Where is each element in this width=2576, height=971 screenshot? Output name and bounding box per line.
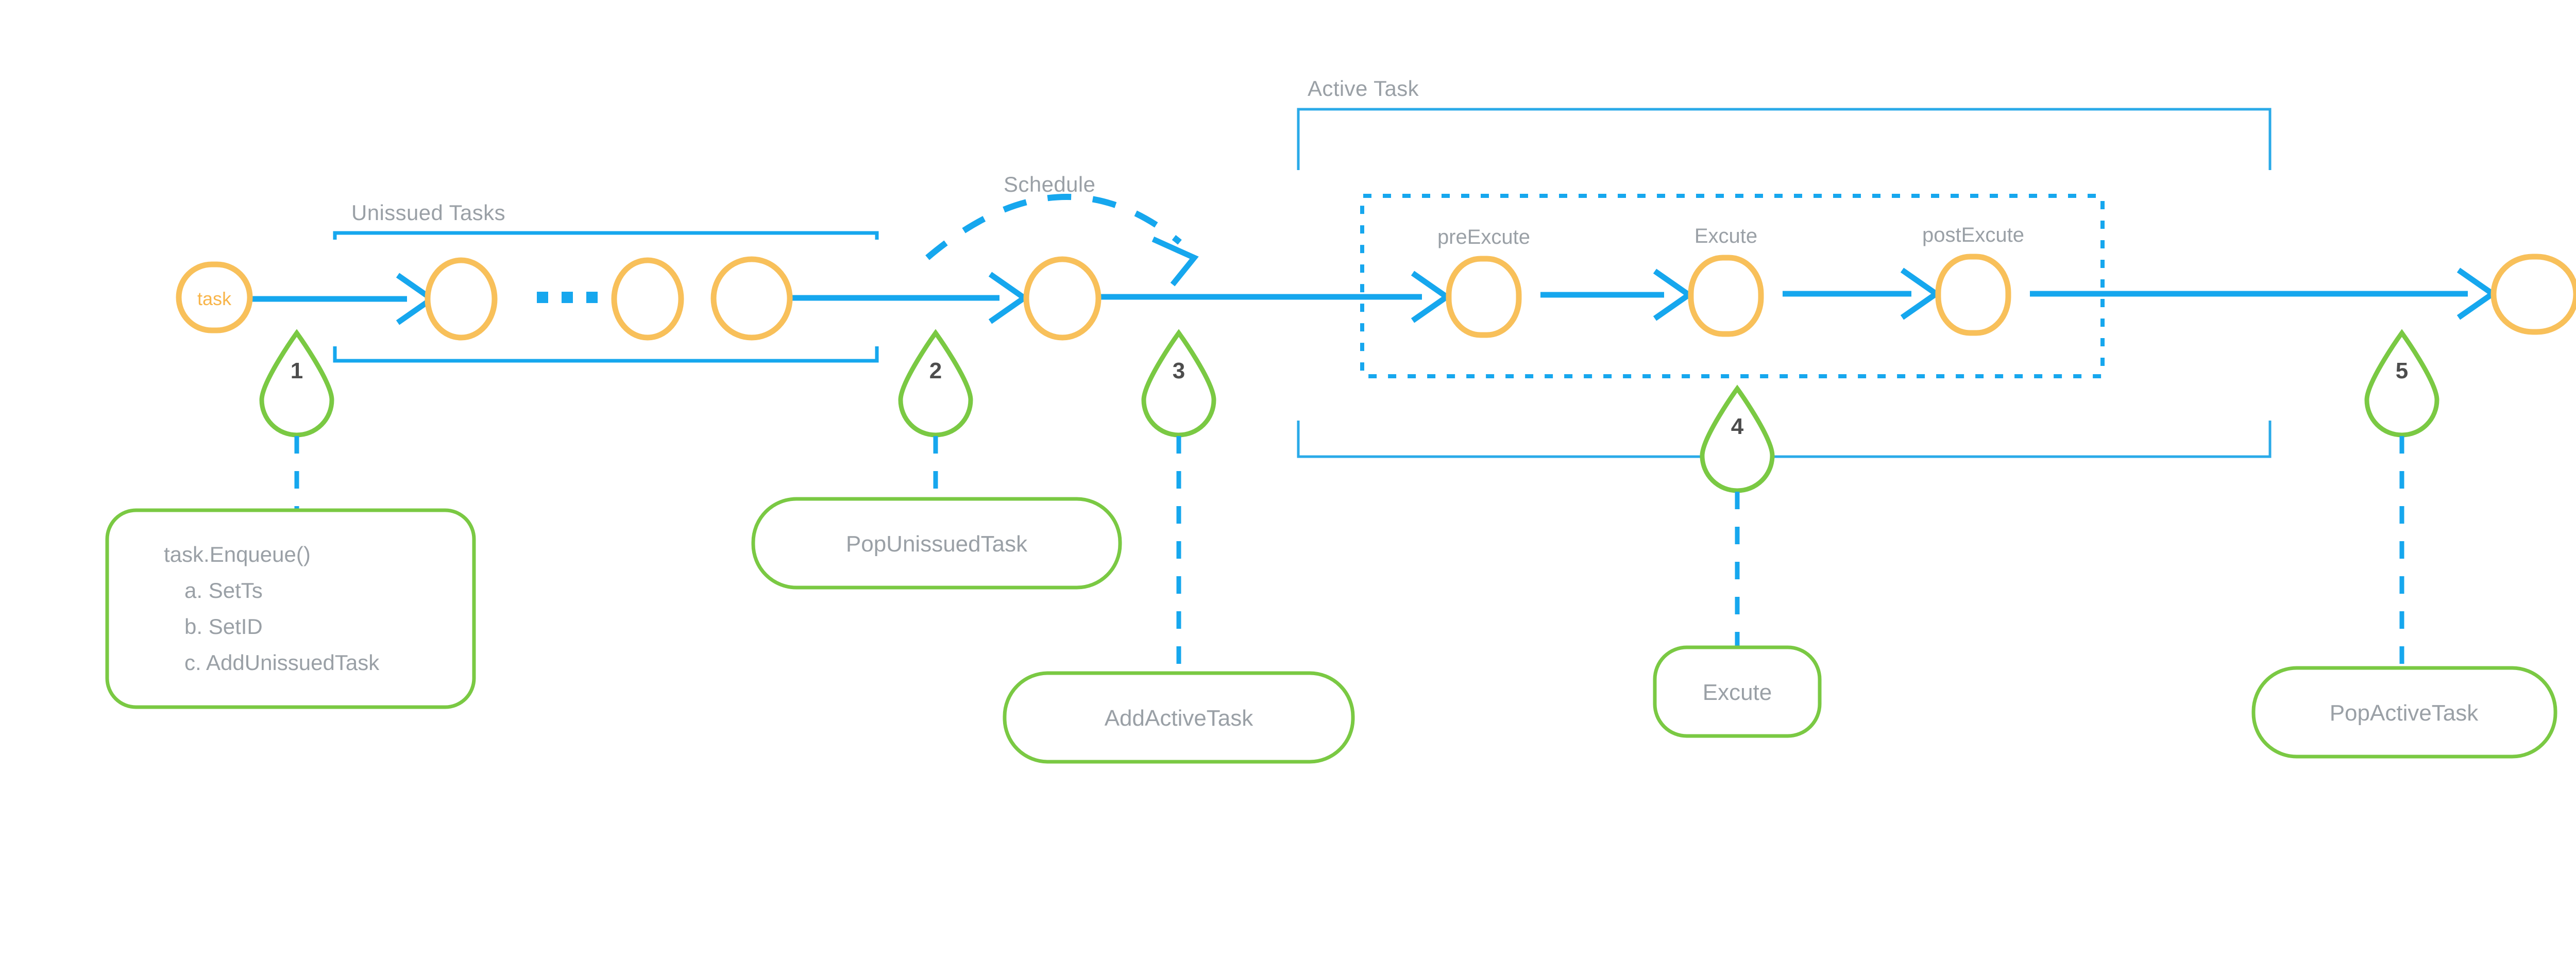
- callout-execute[interactable]: Excute: [1653, 645, 1822, 738]
- unissued-tasks-bracket-bottom: [333, 346, 879, 363]
- queue-ellipsis-dot-1: [537, 292, 548, 303]
- active-task-bracket-top: [1297, 108, 2272, 170]
- node-scheduled-task[interactable]: [1023, 256, 1101, 341]
- callout-execute-label: Excute: [1703, 680, 1772, 705]
- marker-number-5: 5: [2396, 358, 2408, 383]
- unissued-tasks-bracket-top: [333, 231, 879, 240]
- marker-5-group[interactable]: 5: [2364, 329, 2439, 438]
- marker-pin-4: [1700, 384, 1775, 493]
- callout-pop-active-task[interactable]: PopActiveTask: [2251, 666, 2557, 759]
- node-task-label: task: [197, 288, 232, 309]
- callout-enqueue-line-3: b. SetID: [184, 614, 263, 639]
- callout-add-active-task[interactable]: AddActiveTask: [1003, 671, 1355, 764]
- node-task-shape: [176, 261, 253, 333]
- node-completed-task[interactable]: [2490, 254, 2576, 335]
- marker-pin-1: [259, 329, 334, 438]
- marker-2-group[interactable]: 2: [898, 329, 973, 438]
- marker-number-2: 2: [929, 358, 942, 383]
- node-pre-execute[interactable]: preExcute: [1437, 226, 1530, 338]
- node-pre-execute-label: preExcute: [1437, 226, 1530, 248]
- callout-execute-box: [1653, 645, 1822, 738]
- callout-pop-unissued-task-label: PopUnissuedTask: [846, 531, 1028, 557]
- node-task[interactable]: task: [176, 261, 253, 333]
- unissued-tasks-bracket: [333, 231, 879, 363]
- node-pre-execute-shape: [1446, 256, 1522, 338]
- unissued-tasks-label: Unissued Tasks: [351, 200, 505, 225]
- node-unissued-3[interactable]: [710, 256, 793, 341]
- node-unissued-2[interactable]: [611, 257, 684, 341]
- node-post-execute[interactable]: postExcute: [1922, 224, 2024, 336]
- callout-enqueue-line-1: task.Enqueue(): [164, 542, 311, 566]
- queue-ellipsis-dot-2: [562, 292, 573, 303]
- marker-3-group[interactable]: 3: [1141, 329, 1216, 438]
- callout-add-active-task-label: AddActiveTask: [1105, 706, 1254, 731]
- marker-pin-5: [2364, 329, 2439, 438]
- marker-4-group[interactable]: 4: [1700, 384, 1775, 493]
- node-unissued-1[interactable]: [425, 257, 498, 341]
- marker-1-group[interactable]: 1: [259, 329, 334, 438]
- marker-number-3: 3: [1173, 358, 1185, 383]
- marker-number-4: 4: [1731, 414, 1744, 439]
- marker-pin-2: [898, 329, 973, 438]
- flow-lines: [249, 291, 2468, 302]
- marker-number-1: 1: [291, 358, 303, 383]
- callout-add-active-task-box: [1003, 671, 1355, 764]
- schedule-label: Schedule: [1004, 172, 1095, 196]
- marker-pin-3: [1141, 329, 1216, 438]
- queue-ellipsis-dot-3: [586, 292, 598, 303]
- schedule-arrowhead-icon: [1151, 236, 1199, 287]
- execution-phase-dotted-box: [1360, 194, 2105, 378]
- callout-pop-unissued-task-box: [751, 497, 1122, 590]
- node-execute[interactable]: Excute: [1688, 225, 1764, 337]
- callout-enqueue-line-4: c. AddUnissuedTask: [184, 650, 380, 675]
- node-post-execute-shape: [1935, 254, 2011, 336]
- callout-pop-unissued-task[interactable]: PopUnissuedTask: [751, 497, 1122, 590]
- callout-enqueue-line-2: a. SetTs: [184, 578, 263, 602]
- callout-pop-active-task-box: [2251, 666, 2557, 759]
- active-task-bracket: [1297, 108, 2272, 458]
- active-task-label: Active Task: [1308, 76, 1419, 101]
- node-execute-shape: [1688, 255, 1764, 337]
- node-post-execute-label: postExcute: [1922, 224, 2024, 246]
- schedule-dashed-curve: [925, 194, 1182, 260]
- active-task-bracket-bottom: [1297, 421, 2272, 458]
- callout-pop-active-task-label: PopActiveTask: [2330, 700, 2479, 726]
- node-execute-label: Excute: [1694, 225, 1757, 247]
- callout-enqueue[interactable]: task.Enqueue() a. SetTs b. SetID c. AddU…: [105, 508, 476, 709]
- callout-enqueue-box: [105, 508, 476, 709]
- queue-ellipsis-icon: [537, 292, 598, 303]
